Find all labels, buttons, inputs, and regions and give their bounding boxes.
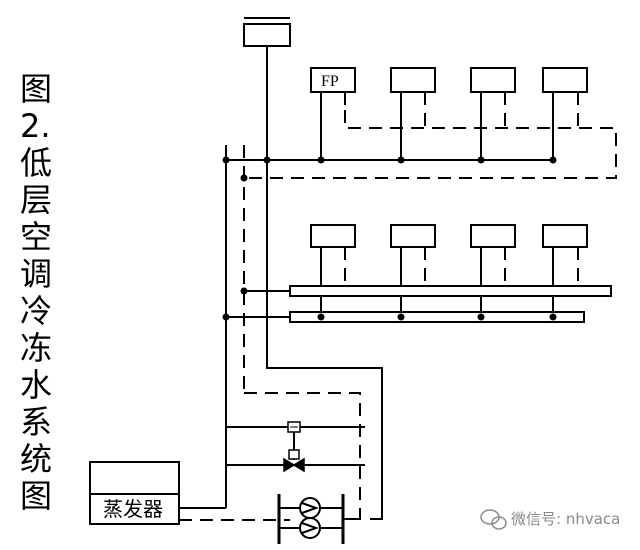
title-char: 空 bbox=[20, 218, 52, 256]
title-char: 图 bbox=[20, 70, 52, 108]
title-char: 层 bbox=[20, 181, 52, 219]
supply-riser bbox=[266, 46, 383, 520]
return-pipes bbox=[179, 92, 617, 521]
fan-coil-unit-icon bbox=[470, 67, 516, 93]
lower-fan-coil-group bbox=[222, 224, 612, 323]
wechat-logo-icon bbox=[480, 509, 507, 530]
pump-icon bbox=[299, 517, 321, 539]
title-char: 图 bbox=[20, 477, 52, 515]
title-char: 水 bbox=[20, 366, 52, 404]
evaporator: 蒸发器 bbox=[89, 461, 180, 525]
lower-return-header bbox=[289, 285, 612, 297]
lower-supply-header bbox=[289, 311, 585, 323]
title-char: 统 bbox=[20, 440, 52, 478]
watermark: 微信号: nhvaca bbox=[480, 509, 620, 530]
expansion-tank-icon bbox=[243, 17, 291, 47]
valve-icon bbox=[283, 449, 305, 473]
supply-pipes bbox=[179, 46, 556, 520]
lower-return-run bbox=[244, 392, 361, 520]
title-char: 冻 bbox=[20, 329, 52, 367]
evaporator-label: 蒸发器 bbox=[103, 498, 163, 521]
upper-fan-coil-group: FP bbox=[222, 67, 588, 182]
upper-return-loop bbox=[244, 110, 617, 179]
fan-coil-unit-icon bbox=[470, 224, 516, 248]
fan-coil-unit-icon bbox=[390, 67, 436, 93]
fan-coil-label: FP bbox=[321, 73, 339, 90]
fan-coil-unit-icon bbox=[310, 224, 356, 248]
fan-coil-unit-icon bbox=[310, 67, 356, 93]
title-char: 系 bbox=[20, 403, 52, 441]
watermark-text: 微信号: nhvaca bbox=[511, 510, 620, 528]
title-char: 2. bbox=[20, 107, 51, 145]
pump-group bbox=[277, 494, 360, 544]
pump-icon bbox=[299, 497, 321, 519]
title-char: 低 bbox=[20, 144, 52, 182]
title-char: 冷 bbox=[20, 292, 52, 330]
fan-coil-unit-icon bbox=[542, 67, 588, 93]
diagram-title: 图 2. 低 层 空 调 冷 冻 水 系 统 图 bbox=[20, 70, 52, 515]
title-char: 调 bbox=[20, 255, 52, 293]
fan-coil-unit-icon bbox=[542, 224, 588, 248]
fan-coil-unit-icon bbox=[390, 224, 436, 248]
